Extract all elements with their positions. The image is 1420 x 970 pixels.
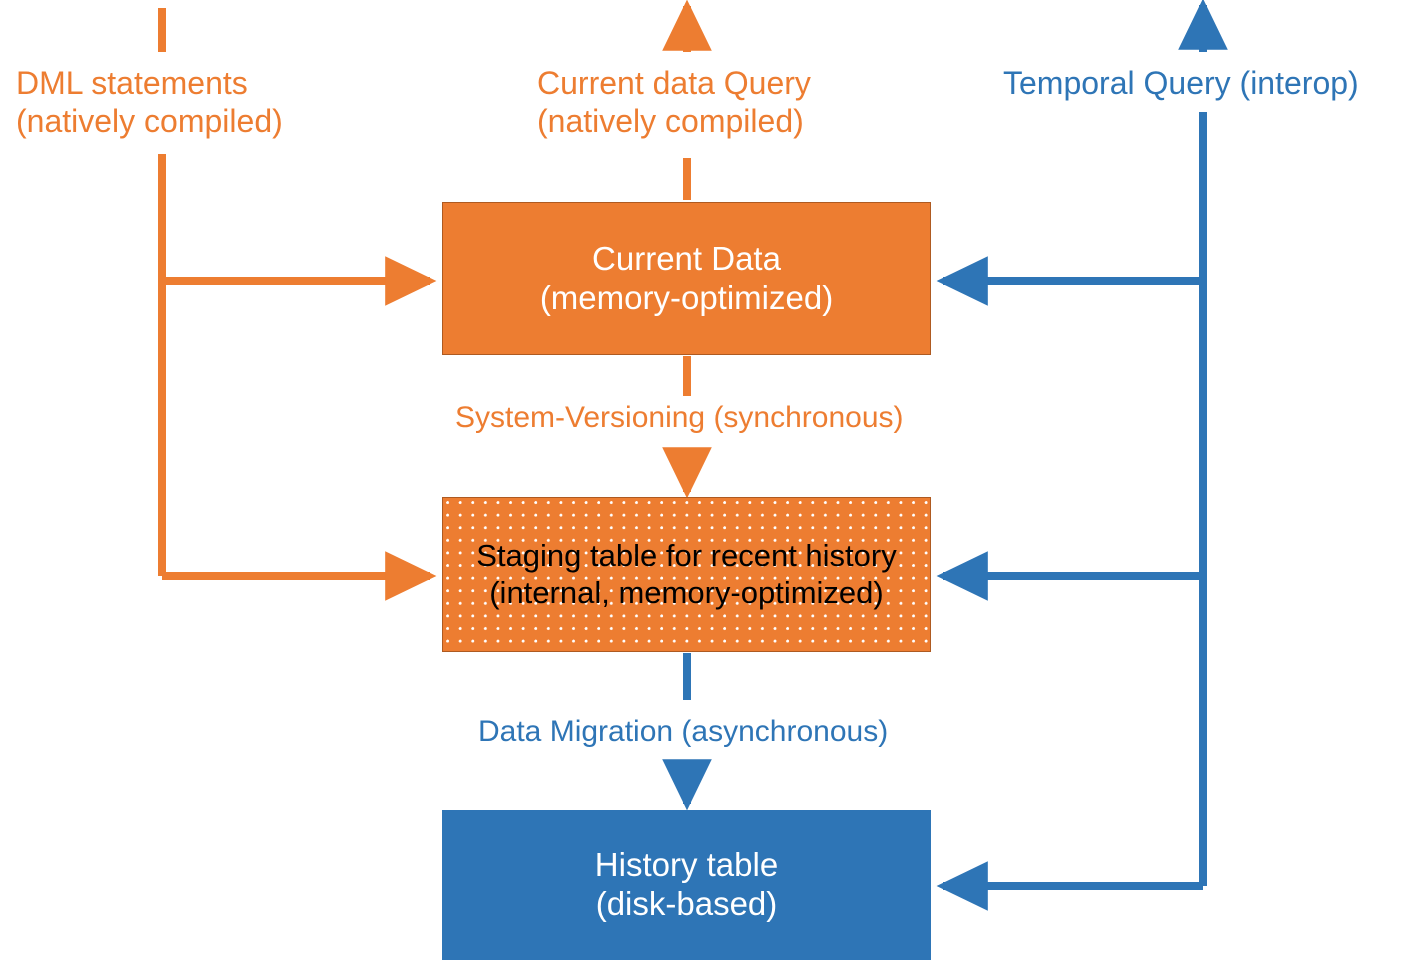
edge-label-current-data-query: Current data Query (natively compiled) <box>537 65 811 140</box>
node-history-table[interactable]: History table (disk-based) <box>442 810 931 960</box>
edge-label-temporal-query: Temporal Query (interop) <box>1003 65 1359 101</box>
node-current-data-label: Current Data (memory-optimized) <box>539 239 834 316</box>
node-history-table-label: History table (disk-based) <box>594 846 779 922</box>
edge-label-dml-statements: DML statements (natively compiled) <box>16 65 283 140</box>
edge-label-data-migration: Data Migration (asynchronous) <box>478 715 889 748</box>
node-staging-table-label: Staging table for recent history (intern… <box>476 537 897 610</box>
node-staging-table[interactable]: Staging table for recent history (intern… <box>442 497 931 652</box>
edge-label-system-versioning: System-Versioning (synchronous) <box>455 401 904 434</box>
node-current-data[interactable]: Current Data (memory-optimized) <box>442 202 931 355</box>
